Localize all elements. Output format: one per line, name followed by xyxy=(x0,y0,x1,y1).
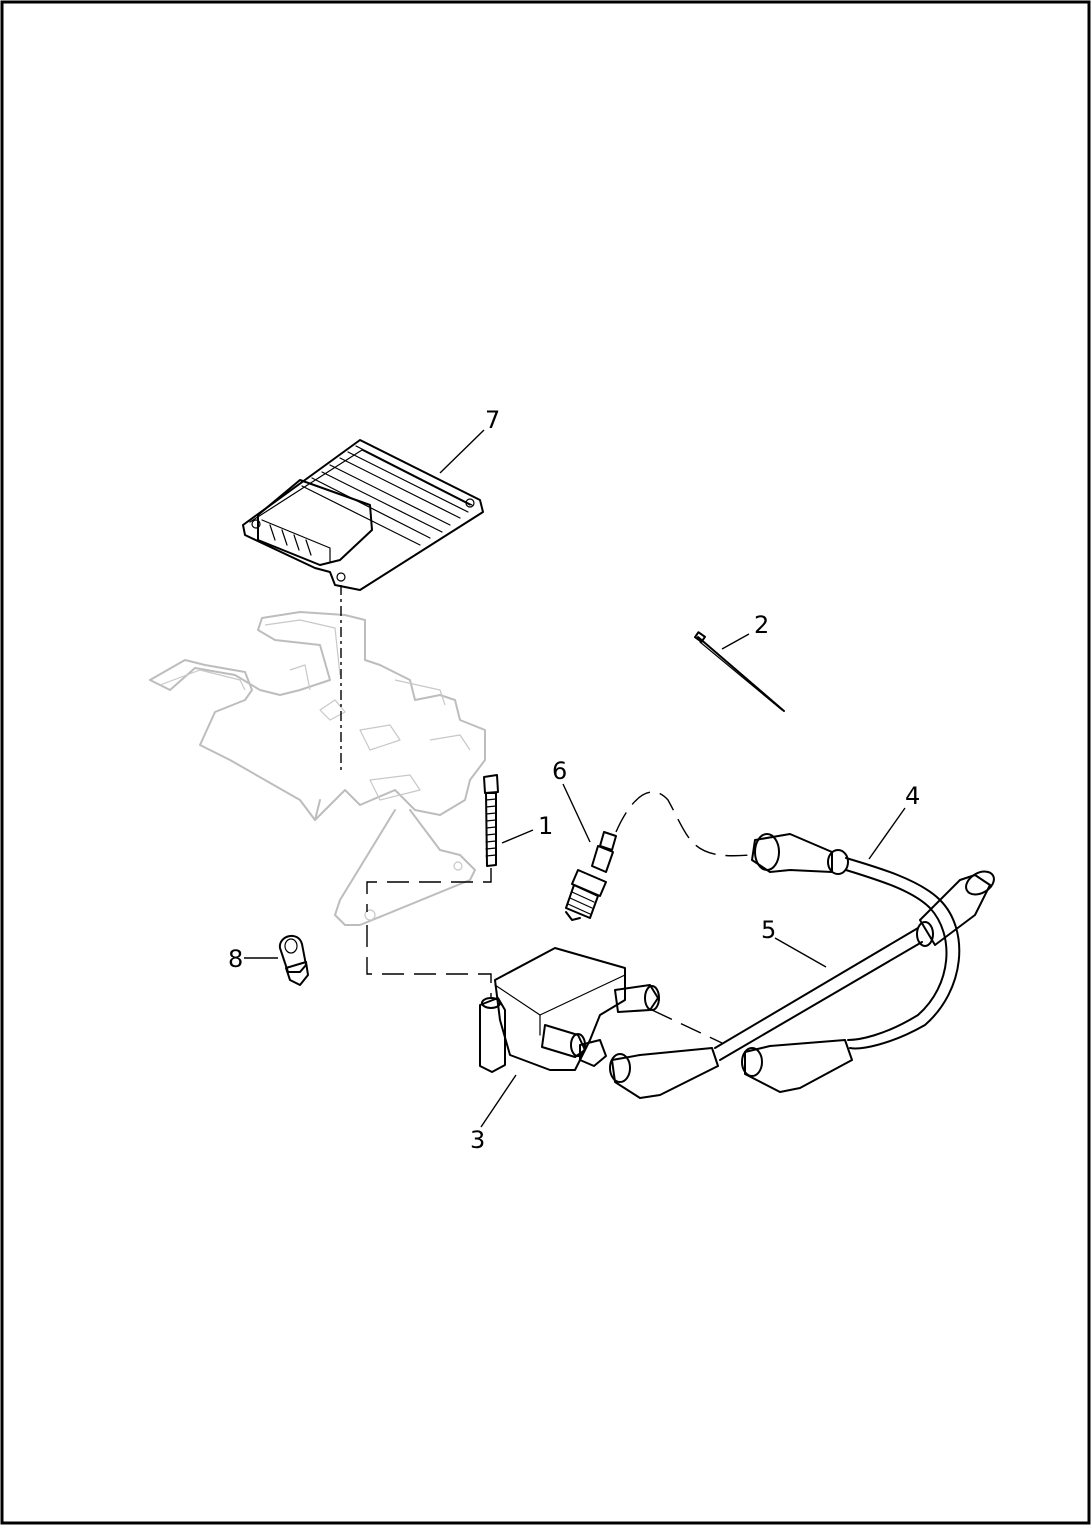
cable-strap xyxy=(694,631,785,712)
leader-1 xyxy=(501,829,534,844)
callout-2: 2 xyxy=(754,611,769,639)
spark-plug-cable-front xyxy=(751,833,961,1050)
mounting-bracket-ghost xyxy=(149,611,486,926)
callout-8: 8 xyxy=(228,945,243,973)
bolt xyxy=(483,774,499,867)
clip xyxy=(278,934,309,986)
ignition-coil xyxy=(479,947,660,1073)
callout-4: 4 xyxy=(905,782,920,810)
leader-3 xyxy=(480,1074,517,1128)
coil-end-boots xyxy=(609,1039,853,1099)
callout-6: 6 xyxy=(552,757,567,785)
spark-plug xyxy=(565,831,617,921)
leader-5 xyxy=(774,937,827,968)
leader-4 xyxy=(868,807,906,860)
callout-3: 3 xyxy=(470,1126,485,1154)
callout-5: 5 xyxy=(761,916,776,944)
leader-7 xyxy=(439,429,485,474)
callout-1: 1 xyxy=(538,812,553,840)
ecm-module xyxy=(242,439,484,591)
assembly-line-bracket-coil xyxy=(366,925,492,998)
spark-plug-cable-rear xyxy=(714,870,995,1061)
assembly-line-coil-boot xyxy=(651,1009,723,1044)
leader-6 xyxy=(562,783,591,843)
leader-2 xyxy=(721,633,750,650)
assembly-line-bolt-bracket xyxy=(366,868,492,912)
callout-7: 7 xyxy=(485,406,500,434)
assembly-line-plug-cable xyxy=(615,791,751,857)
